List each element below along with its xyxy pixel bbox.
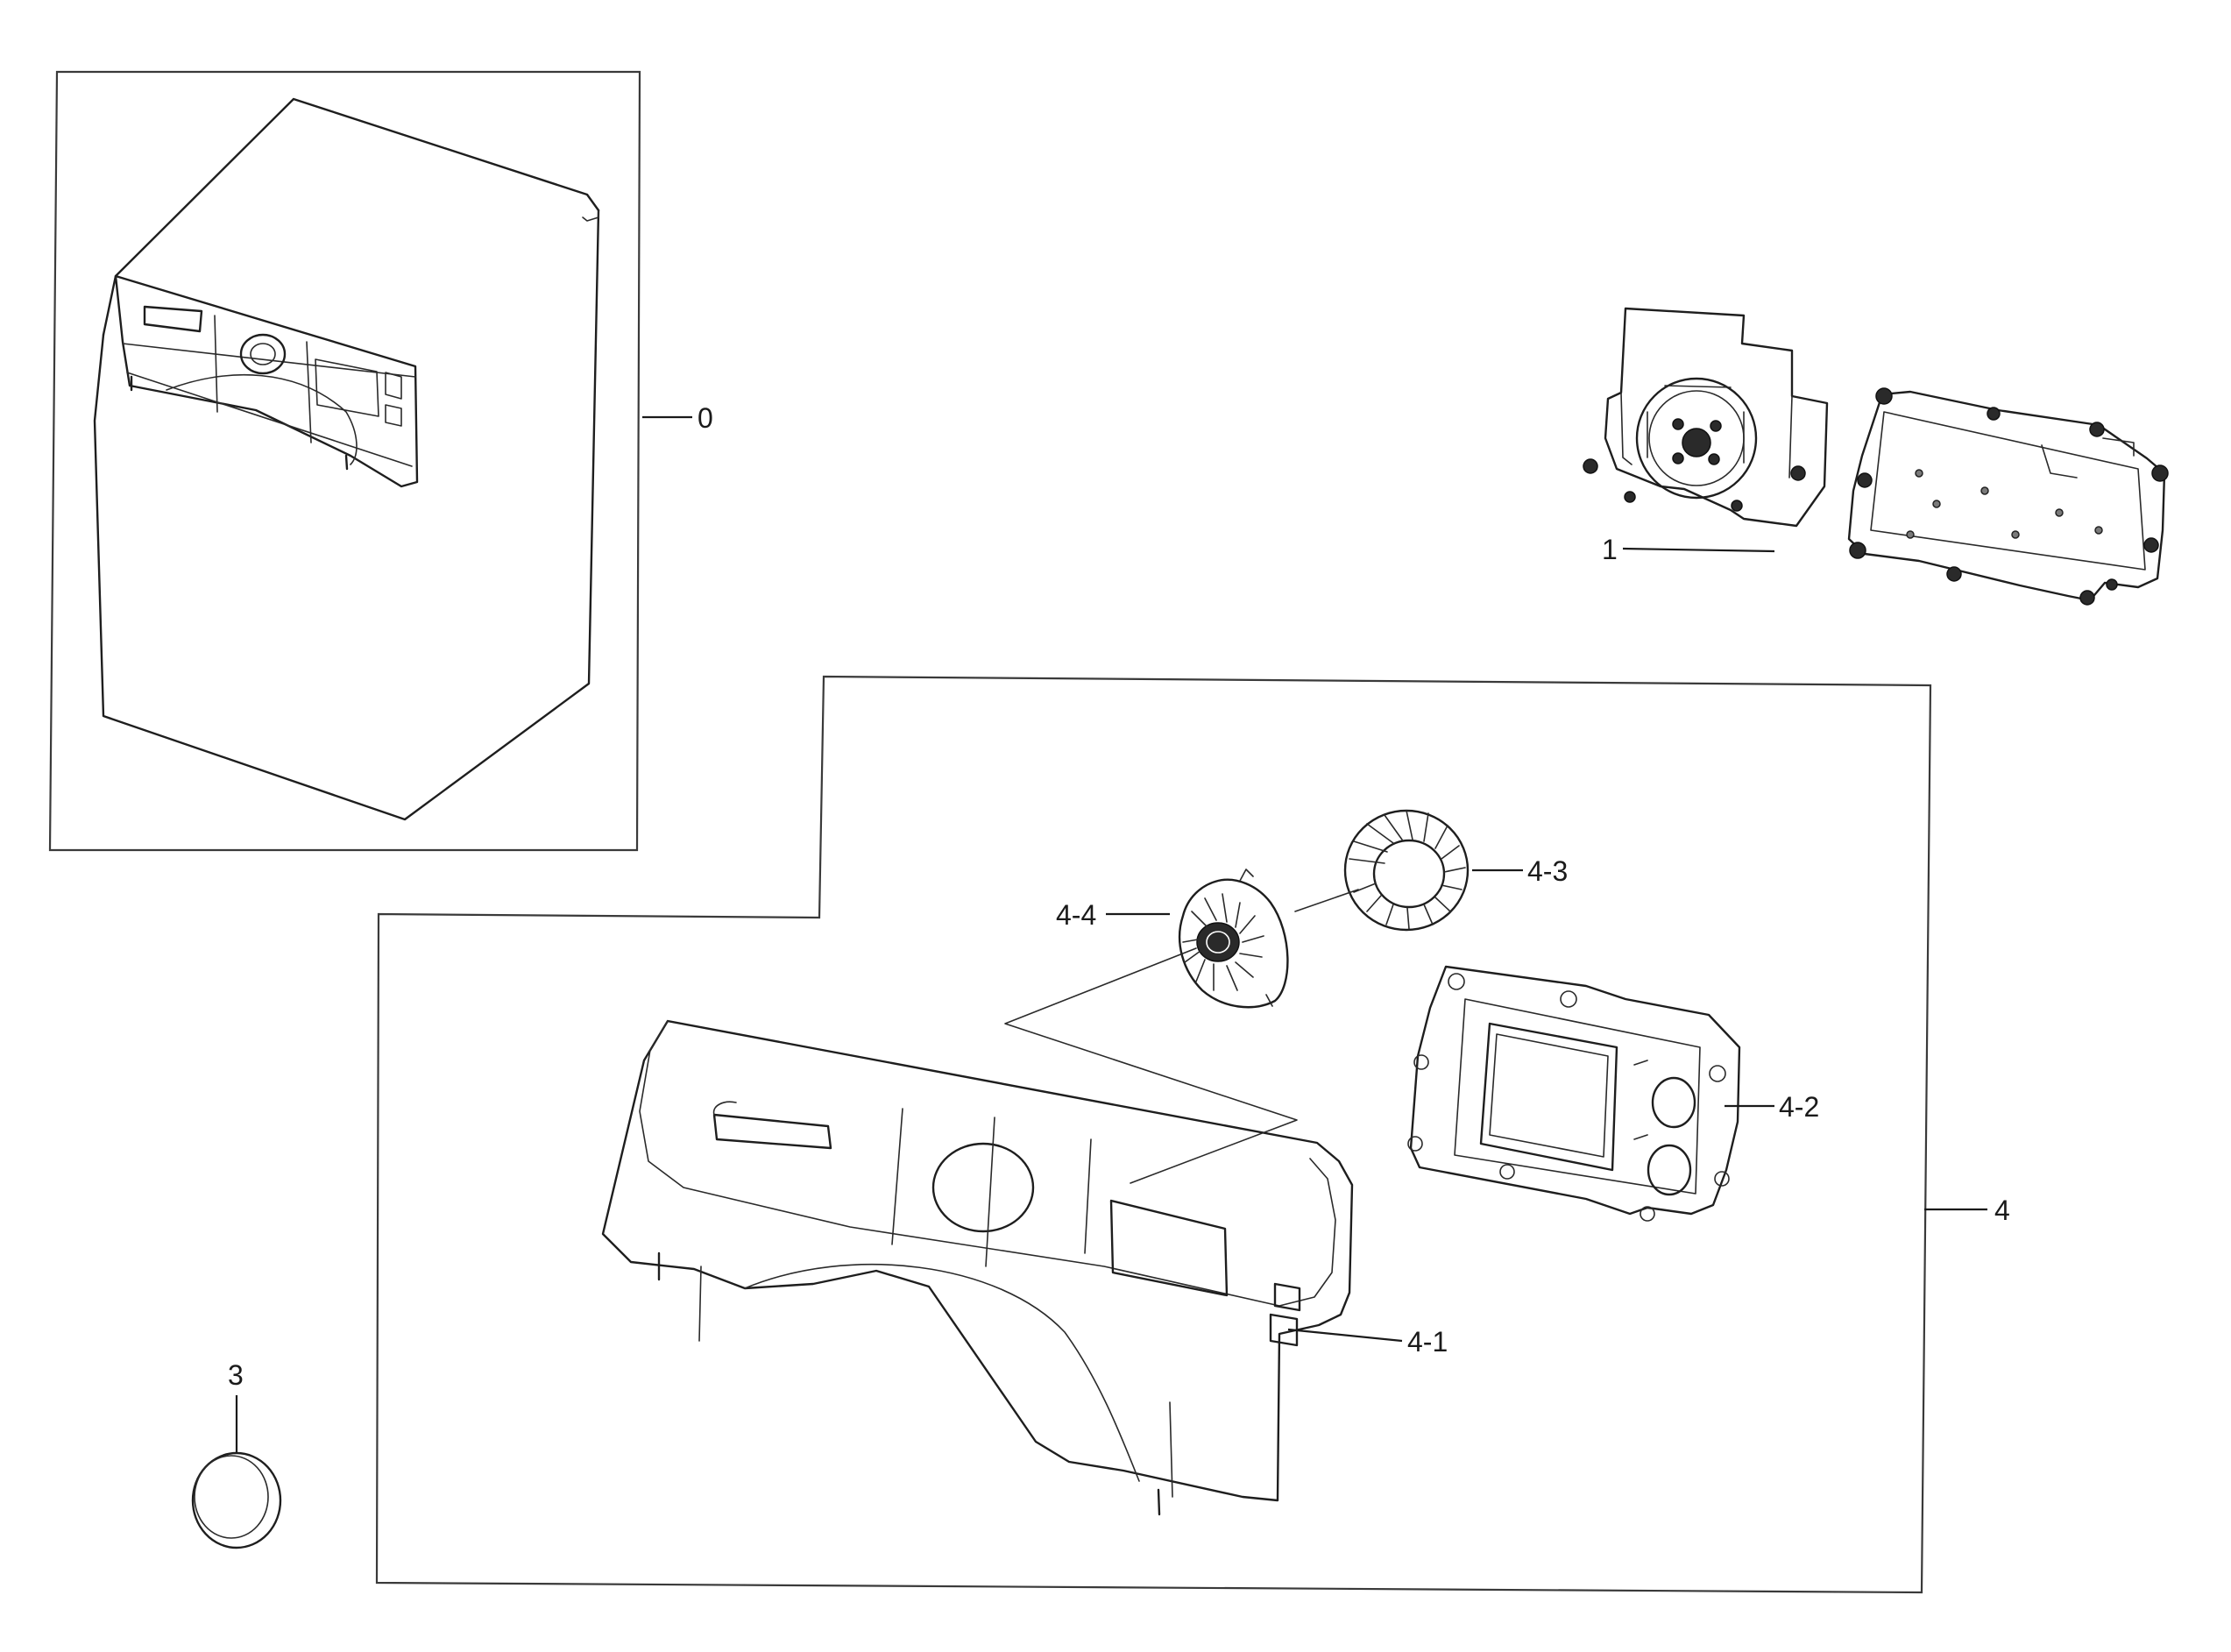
knob-cap-part bbox=[191, 1451, 282, 1549]
callout-label-4-3: 4-3 bbox=[1527, 855, 1568, 887]
callout-label-4-1: 4-1 bbox=[1407, 1326, 1448, 1358]
callout-label-3: 3 bbox=[228, 1359, 244, 1391]
dial-knob-part bbox=[1178, 869, 1289, 1009]
callout-label-4: 4 bbox=[1994, 1195, 2010, 1226]
pcb-main-module bbox=[1583, 307, 2169, 606]
explosion-guide-lines bbox=[1004, 889, 1359, 1184]
washer-assembly-frame bbox=[48, 70, 641, 852]
panel-housing-part bbox=[601, 1019, 1354, 1516]
led-ring-part bbox=[1343, 809, 1470, 932]
washer-cabinet-drawing bbox=[93, 97, 600, 821]
callout-label-0: 0 bbox=[698, 402, 713, 434]
callout-0: 0 bbox=[642, 402, 713, 434]
callout-label-1: 1 bbox=[1602, 534, 1618, 565]
callout-label-4-4: 4-4 bbox=[1056, 899, 1096, 931]
display-pcb-part bbox=[1407, 965, 1741, 1222]
callout-1: 1 bbox=[1602, 534, 1775, 565]
control-panel-assembly-frame bbox=[375, 675, 1932, 1594]
callout-4-4: 4-4 bbox=[1056, 899, 1170, 931]
callout-label-4-2: 4-2 bbox=[1779, 1091, 1819, 1123]
callout-3: 3 bbox=[228, 1359, 244, 1453]
callout-4-3: 4-3 bbox=[1472, 855, 1568, 887]
callout-4: 4 bbox=[1924, 1195, 2010, 1226]
callout-4-1: 4-1 bbox=[1287, 1326, 1448, 1358]
callout-4-2: 4-2 bbox=[1725, 1091, 1819, 1123]
